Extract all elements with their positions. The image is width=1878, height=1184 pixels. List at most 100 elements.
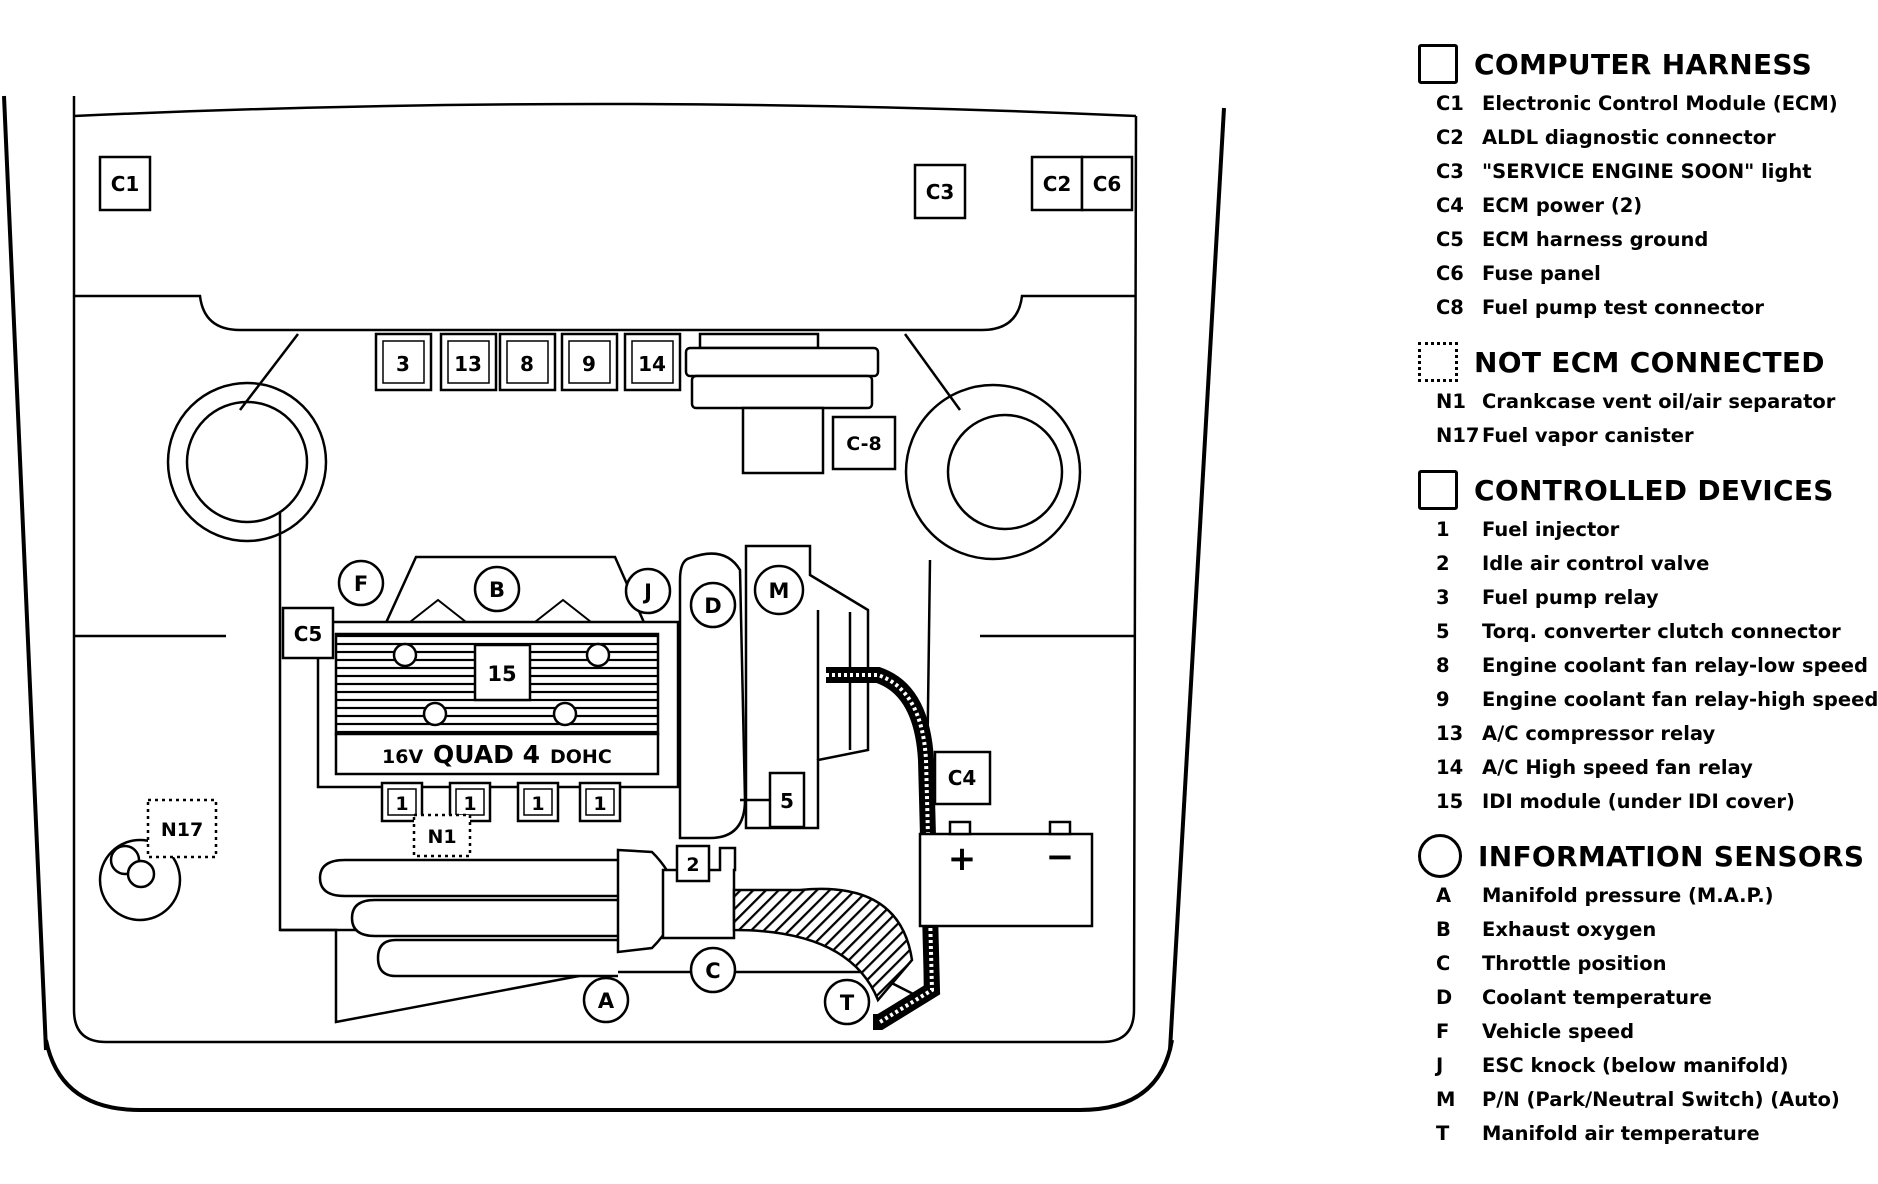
- sensor-b-label: B: [489, 578, 505, 602]
- c4-label: C4: [948, 766, 977, 790]
- fuel-pump-test-connector-block: [684, 332, 880, 475]
- sensor-a: A: [582, 976, 630, 1024]
- relay-9: 9: [560, 332, 619, 392]
- fuel-injector: 1: [516, 781, 560, 823]
- c2-box: C2: [1030, 155, 1084, 212]
- vehicle-body-outline: [2, 95, 1226, 1112]
- c8-label: C-8: [846, 433, 882, 455]
- idi-module-15: 15: [473, 643, 532, 702]
- c1-label: C1: [111, 172, 140, 196]
- air-intake-hose: [732, 887, 914, 1003]
- engine-size-text: 16V: [382, 746, 423, 768]
- legend-section-title: CONTROLLED DEVICES: [1474, 473, 1834, 507]
- battery: + −: [918, 820, 1094, 928]
- engine-type-text: DOHC: [550, 746, 612, 768]
- sensor-c: C: [689, 946, 737, 994]
- legend-section-title: NOT ECM CONNECTED: [1474, 345, 1825, 379]
- relay-8-label: 8: [520, 352, 534, 376]
- fuel-injector: 1: [448, 781, 492, 823]
- iac-valve-2: 2: [675, 844, 711, 883]
- tcc-connector-5: 5: [768, 771, 806, 829]
- solid-square-icon: [1418, 44, 1458, 84]
- circle-icon: [1418, 834, 1462, 878]
- compartment-outline: [72, 96, 1138, 1044]
- left-strut-tower: [166, 381, 328, 543]
- relay-3: 3: [374, 332, 433, 392]
- svg-text:1: 1: [463, 793, 476, 815]
- idi-cover: 15 16V QUAD 4 DOHC: [316, 555, 680, 789]
- intake-manifold: [318, 848, 678, 978]
- fuel-injector: 1: [578, 781, 622, 823]
- sensor-d-label: D: [704, 594, 721, 618]
- c3-label: C3: [926, 180, 955, 204]
- relay-14: 14: [623, 332, 682, 392]
- sensor-t-label: T: [840, 991, 855, 1015]
- c1-box: C1: [98, 155, 152, 212]
- legend-section-title: COMPUTER HARNESS: [1474, 47, 1813, 81]
- sensor-m: M: [753, 564, 805, 616]
- sensor-f: F: [337, 559, 385, 607]
- c5-box: C5: [281, 606, 335, 660]
- dotted-square-icon: [1418, 342, 1458, 382]
- n1-box: N1: [412, 813, 472, 858]
- n1-label: N1: [427, 826, 456, 848]
- relay-3-label: 3: [396, 352, 410, 376]
- sensor-f-label: F: [354, 572, 368, 596]
- transaxle-housing: [740, 544, 870, 830]
- n17-label: N17: [161, 819, 203, 841]
- right-strut-tower: [904, 383, 1082, 561]
- coolant-housing: [678, 552, 747, 840]
- sensor-a-label: A: [598, 989, 615, 1013]
- idi-module-15-label: 15: [487, 662, 516, 686]
- sensor-j-label: J: [642, 580, 652, 604]
- legend-section-title: INFORMATION SENSORS: [1478, 839, 1865, 873]
- c8-box: C-8: [831, 415, 897, 471]
- relay-8: 8: [498, 332, 557, 392]
- legend-item: C3"SERVICE ENGINE SOON" light: [1436, 160, 1812, 183]
- relay-13: 13: [439, 332, 498, 392]
- n17-box: N17: [146, 798, 218, 859]
- svg-text:1: 1: [395, 793, 408, 815]
- engine-compartment-diagram: C1 C3 C2 C6 3 13 8 9 14: [2, 95, 1226, 1112]
- sensor-j: J: [624, 567, 672, 615]
- sensor-b: B: [473, 565, 521, 613]
- relay-13-label: 13: [454, 352, 482, 376]
- sensor-c-label: C: [705, 959, 720, 983]
- sensor-d: D: [689, 581, 737, 629]
- relay-9-label: 9: [582, 352, 596, 376]
- c4-box: C4: [933, 750, 992, 806]
- tcc-connector-5-label: 5: [780, 789, 794, 813]
- c5-label: C5: [294, 622, 323, 646]
- battery-negative: −: [1046, 837, 1075, 877]
- c6-box: C6: [1080, 155, 1134, 212]
- c2-label: C2: [1043, 172, 1072, 196]
- svg-text:1: 1: [593, 793, 606, 815]
- engine-name-text: QUAD 4: [433, 740, 540, 769]
- c3-box: C3: [913, 163, 967, 220]
